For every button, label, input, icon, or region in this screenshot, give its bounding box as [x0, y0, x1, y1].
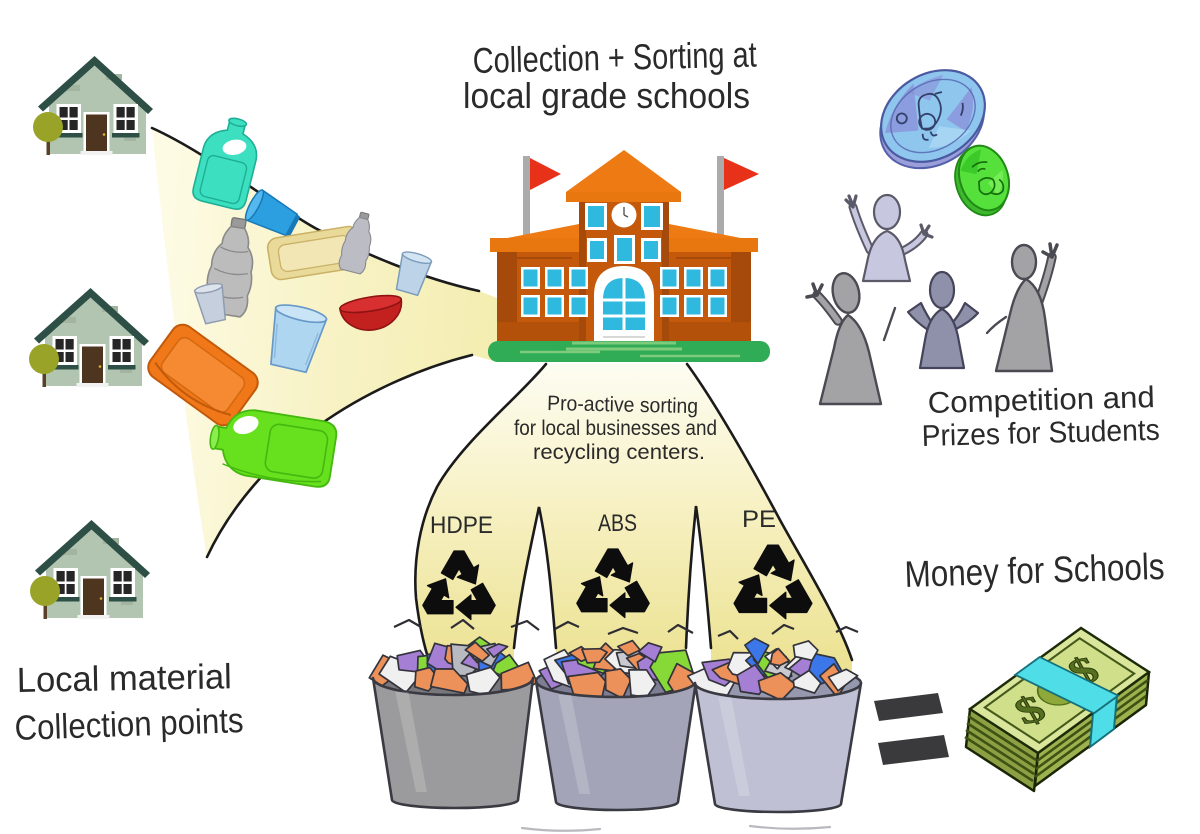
svg-text:ABS: ABS	[598, 510, 637, 537]
svg-text:PE: PE	[742, 506, 776, 533]
svg-text:Money for Schools: Money for Schools	[904, 546, 1165, 595]
svg-text:Pro-active sorting: Pro-active sorting	[547, 392, 698, 418]
svg-text:Competition and: Competition and	[927, 381, 1155, 420]
svg-text:for local businesses and: for local businesses and	[514, 417, 717, 440]
svg-text:Local material: Local material	[16, 657, 232, 700]
svg-text:local grade schools: local grade schools	[463, 75, 750, 116]
svg-text:recycling centers.: recycling centers.	[533, 441, 705, 464]
svg-text:Collection + Sorting at: Collection + Sorting at	[472, 34, 757, 81]
svg-text:HDPE: HDPE	[430, 512, 493, 539]
svg-text:Collection points: Collection points	[14, 701, 244, 748]
svg-text:Prizes for Students: Prizes for Students	[921, 414, 1160, 453]
